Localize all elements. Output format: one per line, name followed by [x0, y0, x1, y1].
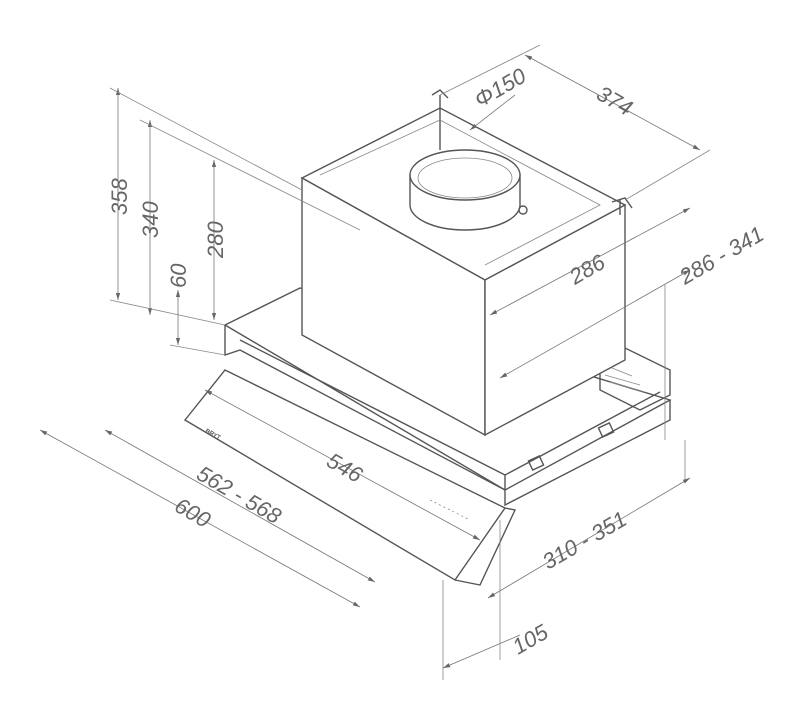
label-width-total: 600 — [171, 493, 216, 533]
label-front-depth: 105 — [508, 619, 553, 659]
label-height-340: 340 — [138, 201, 163, 238]
dimension-lines — [39, 44, 711, 680]
label-depth-range: 310 - 351 — [538, 506, 631, 574]
label-height-body: 280 — [203, 221, 228, 259]
label-height-60: 60 — [166, 263, 191, 288]
label-depth-top: 374 — [593, 81, 637, 121]
label-body-width-range: 286 - 341 — [674, 221, 768, 290]
label-height-total: 358 — [107, 178, 132, 215]
duct-collar — [409, 149, 528, 231]
label-duct-diameter: Φ150 — [470, 63, 531, 113]
